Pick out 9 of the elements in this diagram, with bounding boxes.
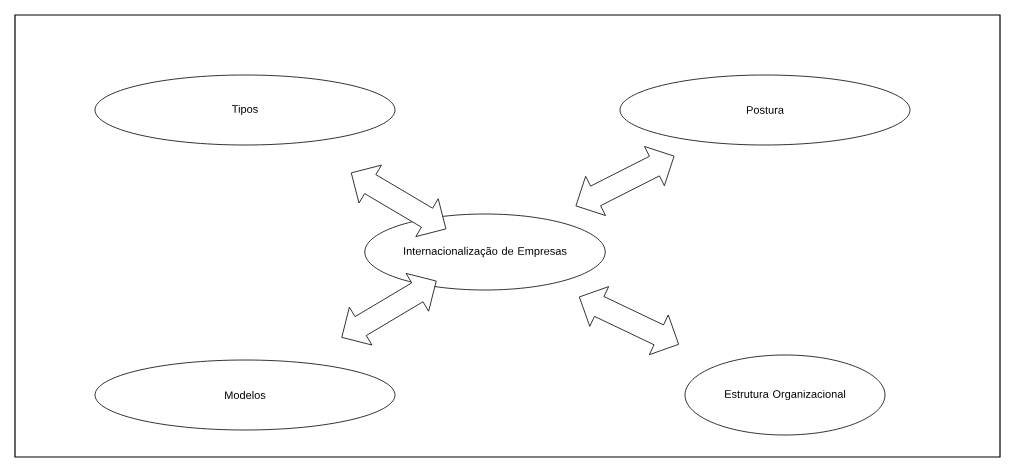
ellipse-node: Estrutura Organizacional <box>684 354 886 436</box>
double-arrow <box>341 273 437 346</box>
ellipse-node: Modelos <box>94 359 396 431</box>
ellipse-node: Tipos <box>94 74 396 146</box>
ellipse-node: Internacionalização de Empresas <box>364 213 606 291</box>
double-arrow <box>575 146 675 216</box>
double-arrow <box>350 164 447 237</box>
ellipse-node: Postura <box>619 74 911 146</box>
double-arrow <box>578 286 680 356</box>
